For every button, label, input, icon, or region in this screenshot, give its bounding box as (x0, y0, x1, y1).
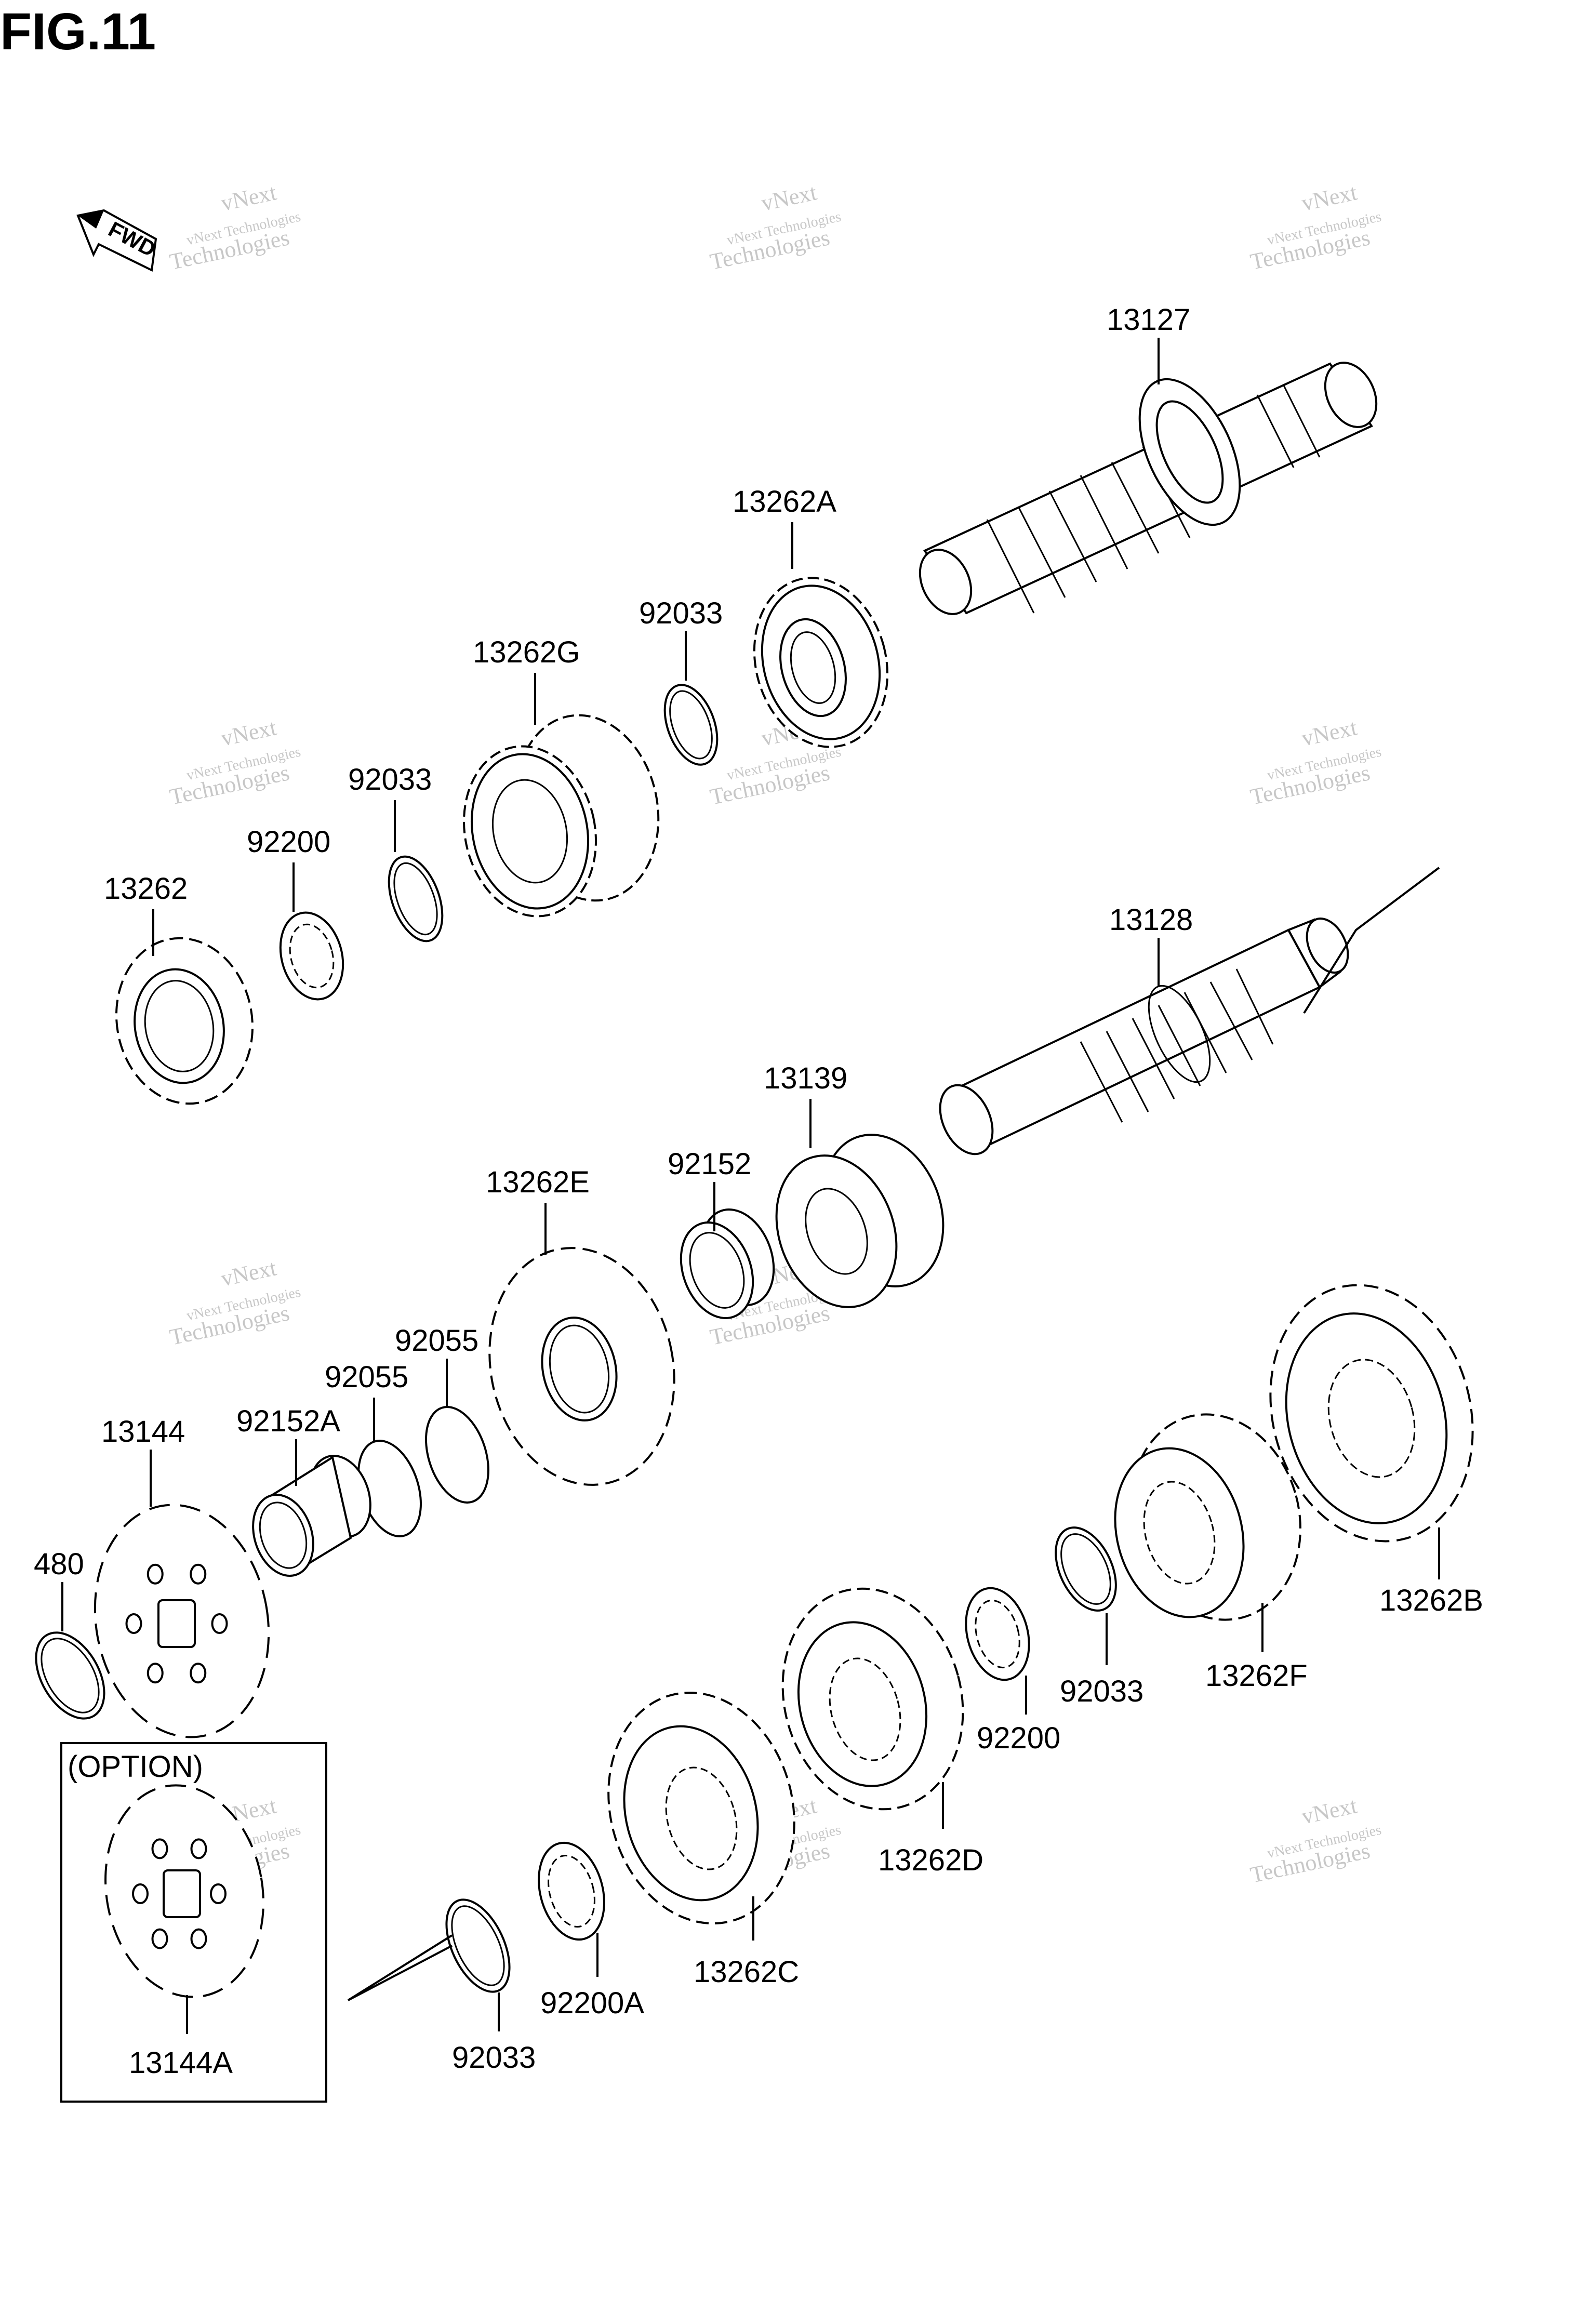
option-label: (OPTION) (68, 1750, 203, 1784)
label-92033-d: 92033 (452, 2041, 536, 2075)
washer-92200A (538, 1841, 605, 1941)
label-13144: 13144 (101, 1415, 185, 1449)
shaft-guide-line-upper (1303, 867, 1440, 1014)
option-box: (OPTION) (60, 1742, 327, 2103)
label-92152: 92152 (668, 1147, 751, 1181)
label-92033-b: 92033 (348, 763, 432, 796)
sprocket-hole (190, 1928, 207, 1949)
gear-13262D (781, 1587, 964, 1811)
sprocket-hole (125, 1613, 142, 1634)
sprocket-13144A (104, 1784, 264, 1998)
circlip-92033-bottom (445, 1898, 511, 1993)
fwd-arrow-icon: FWD (76, 209, 160, 272)
label-92200A: 92200A (540, 1986, 644, 2020)
label-92033-c: 92033 (1060, 1675, 1143, 1708)
oring-92055-a (425, 1406, 489, 1504)
gear-13262C (607, 1691, 795, 1925)
label-92033-a: 92033 (639, 596, 723, 630)
label-13128: 13128 (1109, 903, 1193, 937)
gear-13262E (488, 1247, 675, 1486)
sprocket-hole (190, 1563, 207, 1585)
sprocket-hole (151, 1928, 168, 1949)
figure-title: FIG.11 (0, 3, 156, 61)
watermark-text: vNext (1299, 179, 1359, 216)
label-92055-a: 92055 (395, 1324, 478, 1358)
circlip-480 (35, 1631, 105, 1720)
circlip-92033-right (1055, 1526, 1117, 1612)
sprocket-13144 (94, 1504, 270, 1738)
label-13144A: 13144A (129, 2046, 233, 2080)
label-13139: 13139 (764, 1061, 847, 1095)
shaft-13128 (939, 918, 1349, 1155)
label-480: 480 (34, 1547, 84, 1581)
sprocket-hole (147, 1663, 164, 1684)
watermark-text: vNext (219, 1255, 278, 1291)
gear-13262A (753, 577, 889, 748)
sprocket-hole (147, 1563, 164, 1585)
gear-13262F (1114, 1413, 1301, 1621)
label-92055-b: 92055 (325, 1360, 408, 1394)
label-92200-b: 92200 (977, 1721, 1060, 1755)
watermark-text: vNext (759, 179, 819, 216)
label-13127: 13127 (1107, 303, 1190, 337)
dog-13139 (775, 1134, 945, 1308)
watermark-text: vNext (219, 714, 278, 751)
sprocket-hole (210, 1883, 227, 1904)
label-13262D: 13262D (878, 1843, 983, 1877)
shaft-13127 (919, 362, 1378, 615)
label-92152A: 92152A (236, 1404, 340, 1438)
bushing-92152 (680, 1208, 775, 1319)
label-13262A: 13262A (733, 485, 836, 519)
gear-13262 (115, 937, 254, 1105)
label-92200-a: 92200 (247, 825, 330, 859)
gear-13262G (463, 714, 660, 918)
circlip-92033-upper (663, 684, 719, 766)
watermark-text: vNext (219, 179, 278, 216)
label-13262G: 13262G (473, 635, 580, 669)
watermark-text: vNext (1299, 1792, 1359, 1829)
label-13262E: 13262E (486, 1165, 590, 1199)
sprocket-hole (132, 1883, 149, 1904)
label-13262F: 13262F (1205, 1659, 1308, 1693)
label-13262C: 13262C (694, 1955, 799, 1989)
washer-92200-right (965, 1587, 1030, 1681)
sprocket-hole (211, 1613, 228, 1634)
washer-92200-upper (279, 911, 344, 1001)
sprocket-hole (190, 1663, 207, 1684)
gear-13262B (1269, 1284, 1474, 1543)
label-13262B: 13262B (1379, 1584, 1483, 1617)
label-13262: 13262 (104, 872, 188, 906)
sprocket-hole (151, 1838, 168, 1859)
shaft-guide-line-lower (347, 1934, 453, 2001)
circlip-92033-second (388, 855, 444, 942)
watermark-text: vNext (1299, 714, 1359, 751)
collar-92152A (252, 1455, 371, 1577)
sprocket-hole (190, 1838, 207, 1859)
